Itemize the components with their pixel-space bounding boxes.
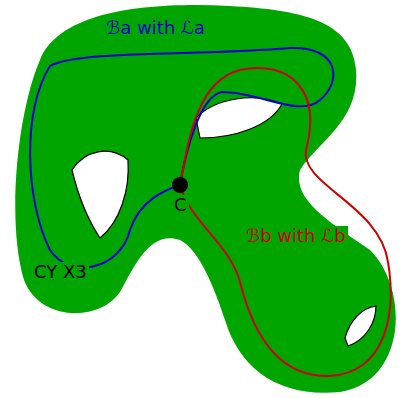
cycle-label: ℬa with ℒa [104, 18, 207, 38]
manifold-blob [15, 5, 396, 393]
manifold-label: CY X3 [32, 262, 89, 282]
point-label: C [172, 195, 189, 215]
intersection-point [172, 177, 188, 193]
handle-hole [72, 98, 376, 346]
cycle-b-loop [180, 68, 391, 376]
cycle-label: ℬb with ℒb [244, 226, 348, 246]
